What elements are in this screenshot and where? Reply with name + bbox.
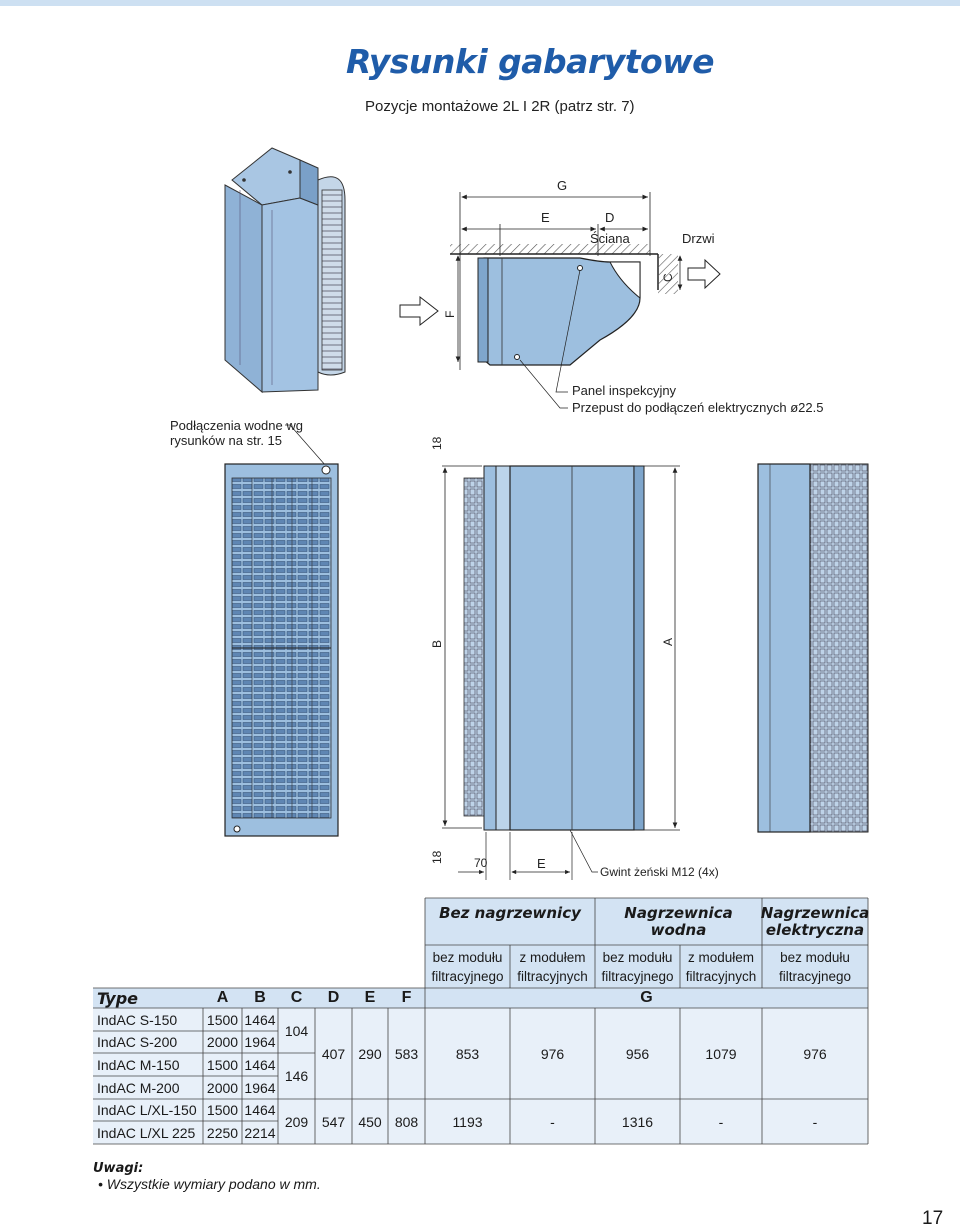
row-a: 1500 [206, 1056, 239, 1073]
f-value-group1: 583 [394, 1045, 419, 1062]
cable-gland-label: Przepust do podłączeń elektrycznych ø22.… [572, 400, 824, 415]
side-view [442, 465, 680, 880]
col-header-d: D [327, 989, 340, 1006]
e-value-group2: 450 [358, 1113, 382, 1130]
subheader-3: bez modułu filtracyjnego [595, 946, 680, 987]
subheader-2: z modułem filtracyjnych [510, 946, 595, 987]
page-number: 17 [922, 1208, 944, 1229]
header-water-heater: Nagrzewnica wodna [595, 902, 762, 942]
header-water-heater-line2: wodna [650, 921, 707, 939]
col-header-e: E [364, 989, 376, 1006]
subheader-3-line2: filtracyjnego [601, 968, 674, 984]
row-type: IndAC M-200 [97, 1079, 180, 1096]
col-header-f: F [401, 989, 412, 1006]
subheader-4-line1: z modułem [687, 949, 755, 965]
isometric-unit-view [224, 147, 346, 394]
f-value-group2: 808 [394, 1113, 419, 1130]
row-a: 2250 [206, 1124, 239, 1141]
g-value-group2: 1316 [621, 1113, 654, 1130]
subheader-5: bez modułu filtracyjnego [762, 946, 868, 987]
g-value-group2: - [812, 1113, 818, 1130]
subheader-2-line1: z modułem [519, 949, 586, 965]
header-electric-heater-line1: Nagrzewnica [760, 904, 870, 922]
header-no-heater: Bez nagrzewnicy [439, 903, 581, 922]
dim-label-70: 70 [474, 856, 488, 870]
row-a: 2000 [206, 1079, 239, 1096]
row-b: 2214 [244, 1124, 276, 1141]
wall-label: Ściana [590, 231, 630, 246]
dim-label-d: D [605, 210, 615, 225]
rear-view [757, 463, 869, 833]
c-value-s: 104 [284, 1022, 309, 1039]
d-value-group1: 407 [321, 1045, 346, 1062]
row-b: 1964 [244, 1034, 276, 1050]
front-view [224, 463, 339, 837]
row-type: IndAC L/XL-150 [97, 1102, 197, 1118]
water-connections-label-1: Podłączenia wodne wg [170, 418, 303, 433]
inspection-panel-label: Panel inspekcyjny [572, 383, 677, 398]
row-a: 2000 [206, 1034, 239, 1050]
col-header-g: G [640, 989, 653, 1006]
e-value-group1: 290 [358, 1045, 382, 1062]
row-b: 1964 [244, 1079, 276, 1096]
g-value-group1: 1079 [705, 1045, 737, 1062]
subheader-2-line2: filtracyjnych [517, 968, 588, 984]
subheader-4: z modułem filtracyjnych [680, 946, 762, 987]
dim-label-g: G [557, 178, 568, 193]
subheader-3-line1: bez modułu [602, 949, 673, 965]
top-accent-bar [0, 0, 960, 6]
c-value-m: 146 [284, 1068, 309, 1084]
notes-heading: Uwagi: [93, 1161, 144, 1176]
technical-drawings [224, 147, 869, 880]
col-header-a: A [216, 989, 229, 1006]
thread-label: Gwint żeński M12 (4x) [600, 865, 719, 879]
d-value-group2: 547 [321, 1113, 346, 1130]
dim-label-e-bottom: E [537, 856, 546, 871]
subheader-5-line1: bez modułu [780, 949, 850, 965]
page-title: Rysunki gabarytowe [345, 42, 715, 81]
g-value-group1: 976 [803, 1045, 827, 1062]
row-a: 1500 [206, 1102, 239, 1118]
door-label: Drzwi [682, 231, 715, 246]
header-water-heater-line1: Nagrzewnica [624, 904, 733, 922]
subheader-5-line2: filtracyjnego [778, 968, 852, 984]
col-header-b: B [254, 989, 266, 1006]
row-b: 1464 [244, 1011, 276, 1028]
header-electric-heater: Nagrzewnica elektryczna [760, 902, 870, 942]
page-subtitle: Pozycje montażowe 2L I 2R (patrz str. 7) [365, 98, 635, 115]
section-view [285, 192, 721, 467]
subheader-4-line2: filtracyjnych [685, 968, 757, 984]
subheader-1-line1: bez modułu [432, 949, 503, 965]
g-value-group2: 1193 [452, 1113, 483, 1130]
g-value-group1: 956 [625, 1045, 650, 1062]
row-type: IndAC S-150 [97, 1011, 178, 1028]
subheader-1-line2: filtracyjnego [431, 968, 504, 984]
header-electric-heater-line2: elektryczna [765, 921, 865, 939]
g-value-group1: 976 [540, 1045, 565, 1062]
g-value-group1: 853 [455, 1045, 480, 1062]
c-value-l: 209 [284, 1113, 309, 1130]
col-header-c: C [290, 989, 303, 1006]
col-header-type: Type [97, 988, 138, 1008]
g-value-group2: - [550, 1113, 555, 1130]
notes-item: • Wszystkie wymiary podano w mm. [98, 1176, 321, 1192]
row-type: IndAC M-150 [97, 1056, 180, 1073]
subheader-1: bez modułu filtracyjnego [425, 946, 510, 987]
row-type: IndAC S-200 [97, 1034, 178, 1050]
water-connections-label-2: rysunków na str. 15 [170, 433, 282, 448]
row-b: 1464 [244, 1056, 276, 1073]
g-value-group2: - [718, 1113, 724, 1130]
row-b: 1464 [244, 1102, 276, 1118]
row-type: IndAC L/XL 225 [97, 1124, 196, 1141]
dim-label-e: E [541, 210, 550, 225]
row-a: 1500 [206, 1011, 239, 1028]
